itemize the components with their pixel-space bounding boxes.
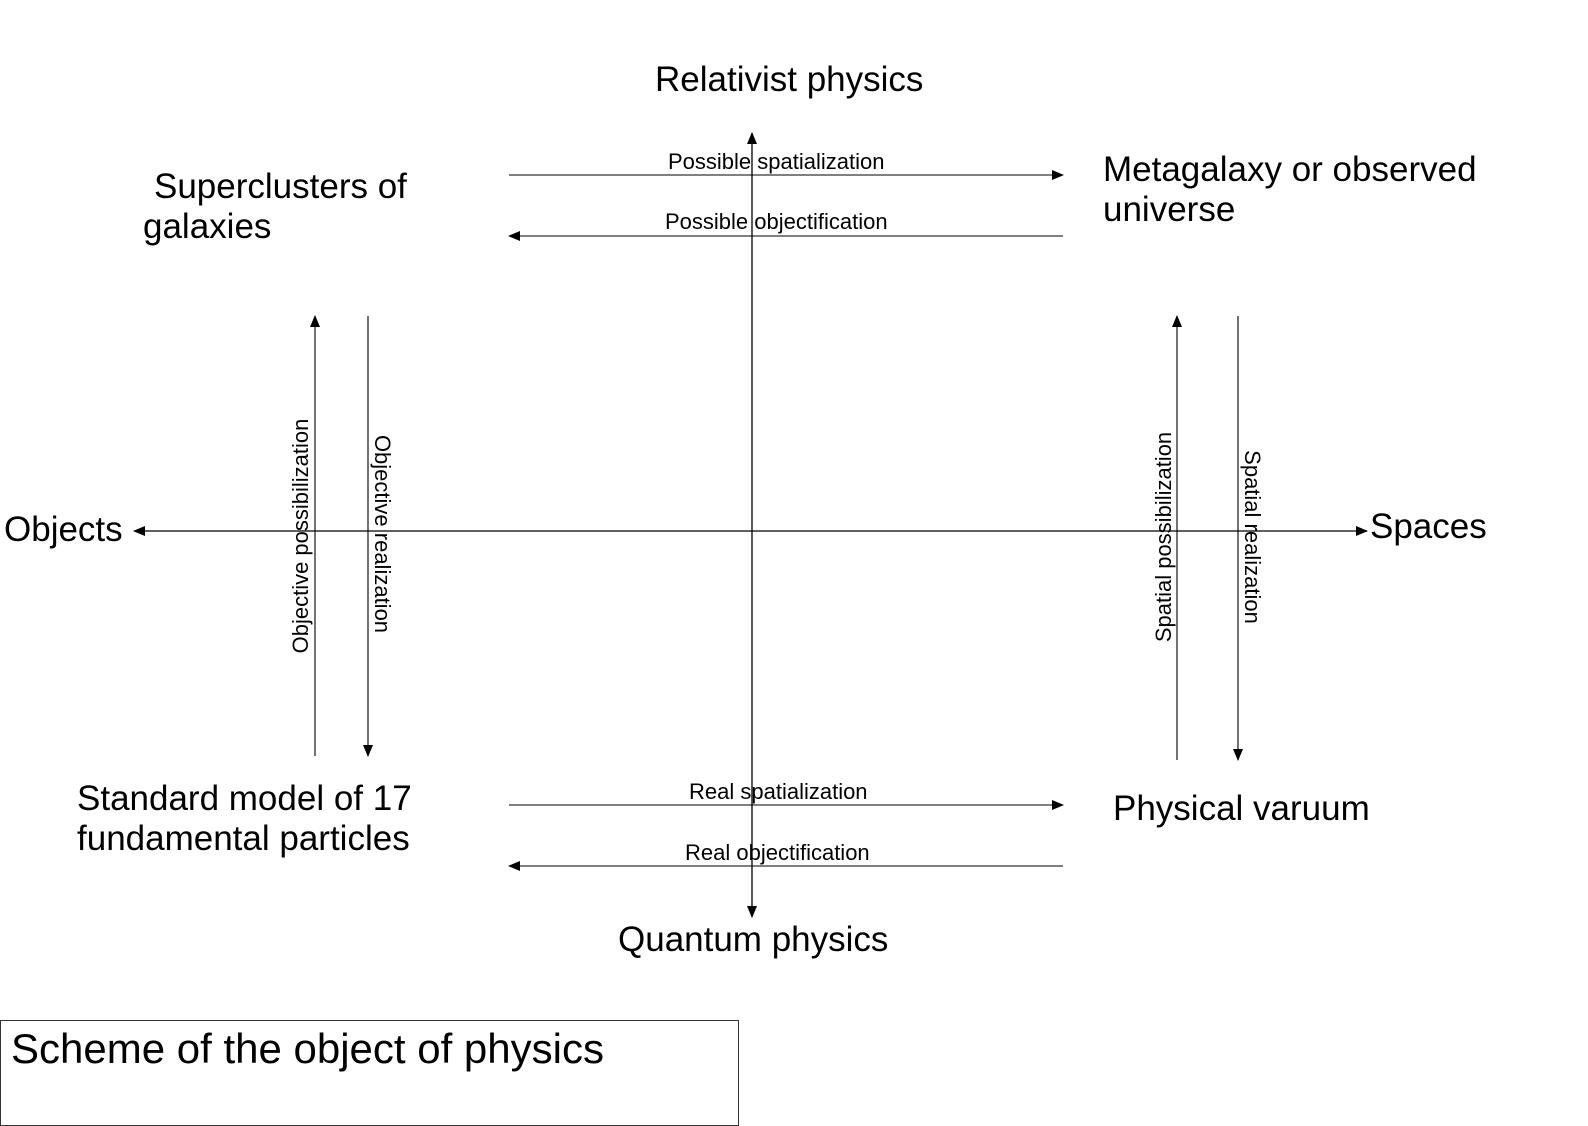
- corner-bottom-left-line1: Standard model of 17: [77, 779, 412, 818]
- corner-top-right-line2: universe: [1103, 190, 1236, 230]
- label-spatial-realization: Spatial realization: [1240, 450, 1265, 624]
- axis-label-bottom: Quantum physics: [618, 920, 889, 959]
- axis-label-left: Objects: [4, 510, 123, 549]
- label-real-spatialization: Real spatialization: [689, 779, 868, 804]
- caption-text: Scheme of the object of physics: [11, 1025, 604, 1072]
- corner-top-left-line1: Superclusters of: [154, 167, 407, 206]
- label-objective-realization: Objective realization: [370, 434, 395, 634]
- axis-label-right: Spaces: [1370, 507, 1487, 546]
- label-spatial-possibilization: Spatial possibilization: [1151, 431, 1176, 643]
- label-possible-spatialization: Possible spatialization: [668, 149, 885, 174]
- label-real-objectification: Real objectification: [685, 840, 870, 865]
- corner-bottom-right: Physical varuum: [1113, 789, 1370, 828]
- corner-top-right-line1: Metagalaxy or observed: [1103, 150, 1477, 189]
- axis-label-top: Relativist physics: [655, 60, 924, 99]
- label-possible-objectification: Possible objectification: [665, 209, 888, 234]
- label-objective-possibilization: Objective possibilization: [288, 418, 313, 654]
- corner-top-right: Metagalaxy or observed universe: [1103, 150, 1477, 231]
- corner-bottom-left: Standard model of 17 fundamental particl…: [77, 779, 412, 860]
- caption-box: Scheme of the object of physics: [0, 1020, 739, 1126]
- corner-top-left-line2: galaxies: [143, 207, 272, 247]
- corner-top-left: Superclusters of galaxies: [143, 167, 407, 248]
- corner-bottom-left-line2: fundamental particles: [77, 819, 410, 859]
